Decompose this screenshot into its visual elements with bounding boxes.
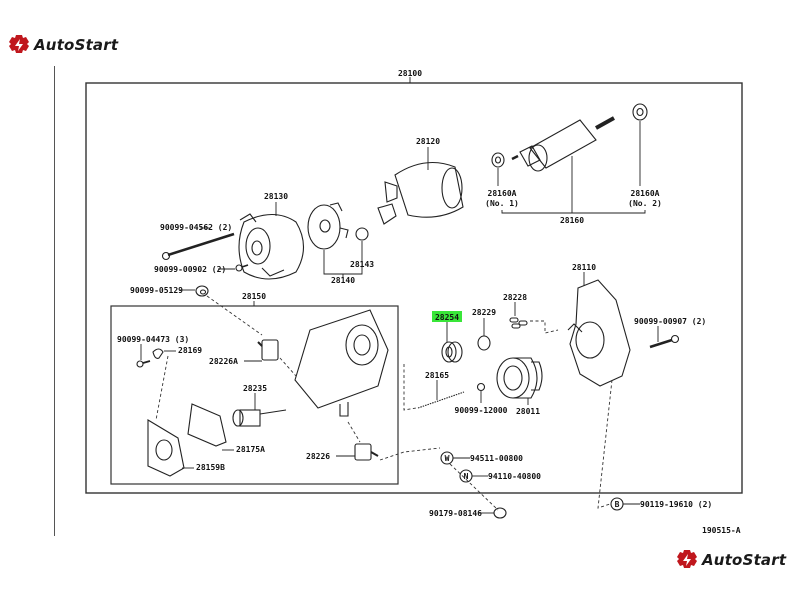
label-94511-00800: 94511-00800: [470, 454, 523, 463]
part-28169-drawing: [152, 348, 164, 359]
label-90099-00902: 90099-00902 (2): [154, 265, 226, 274]
magnetic-switch-body-drawing: [294, 309, 389, 417]
bearing-no2-drawing: [632, 103, 648, 121]
bolt-90099-00907-drawing: [649, 334, 680, 349]
part-28130-drawing: [238, 213, 305, 280]
label-28160a-no1-note: (No. 1): [485, 199, 519, 208]
part-28159b-drawing: [147, 419, 185, 477]
page-divider: [54, 66, 55, 536]
sub-assembly-frame: [110, 305, 399, 485]
cap-90179-08146-drawing: [493, 507, 507, 519]
brand-name: AutoStart: [702, 551, 787, 569]
label-28120: 28120: [416, 137, 440, 146]
label-28229: 28229: [472, 308, 496, 317]
part-28226-drawing: [354, 443, 379, 461]
figure-code: 190515-A: [702, 526, 741, 535]
label-28254[interactable]: 28254: [435, 313, 459, 322]
label-94110-40800: 94110-40800: [488, 472, 541, 481]
bolt-callout: B: [610, 497, 624, 511]
part-28235-drawing: [232, 409, 287, 427]
label-28226: 28226: [306, 452, 330, 461]
gear-bolt-icon: [677, 550, 697, 568]
part-28226a-drawing: [257, 339, 279, 361]
grommet-90099-05129-drawing: [195, 285, 209, 297]
screw-90099-00902-drawing: [235, 264, 249, 272]
highlight-28254[interactable]: [432, 311, 462, 322]
brand-logo-bottom: AutoStart: [676, 549, 786, 571]
label-28160a-no2: 28160A: [631, 189, 660, 198]
label-28226a: 28226A: [209, 357, 238, 366]
ball-90099-12000-drawing: [476, 382, 486, 392]
part-28254-drawing: [441, 341, 463, 363]
part-28229-drawing: [477, 335, 491, 351]
label-28159b: 28159B: [196, 463, 225, 472]
part-28120-drawing: [377, 162, 464, 225]
svg-text:W: W: [445, 454, 450, 463]
label-28110: 28110: [572, 263, 596, 272]
bolt-90099-04473-drawing: [136, 360, 151, 368]
svg-text:B: B: [615, 500, 620, 509]
part-28165-drawing: [417, 391, 465, 409]
label-28175a: 28175A: [236, 445, 265, 454]
gear-bolt-icon: [9, 35, 29, 53]
label-28140: 28140: [331, 276, 355, 285]
label-28160a-no2-note: (No. 2): [628, 199, 662, 208]
label-28165: 28165: [425, 371, 449, 380]
assembly-frame: [85, 82, 743, 494]
sub-assembly-label: 28150: [242, 292, 266, 301]
bolt-90099-04562-drawing: [161, 232, 235, 261]
label-28235: 28235: [243, 384, 267, 393]
part-28110-drawing: [567, 279, 631, 387]
washer-callout: W: [440, 451, 454, 465]
label-90179-08146: 90179-08146: [429, 509, 482, 518]
label-90099-12000: 90099-12000: [455, 406, 508, 415]
label-28130: 28130: [264, 192, 288, 201]
part-28228-drawing: [509, 317, 528, 329]
svg-text:N: N: [464, 472, 469, 481]
label-90099-05129: 90099-05129: [130, 286, 183, 295]
label-28160a-no1: 28160A: [488, 189, 517, 198]
label-28143: 28143: [350, 260, 374, 269]
part-28140-drawing: [307, 202, 349, 250]
bearing-no1-drawing: [491, 152, 505, 168]
part-28143-drawing: [355, 227, 369, 241]
label-28011: 28011: [516, 407, 540, 416]
part-28160-drawing: [511, 116, 615, 172]
label-28160: 28160: [560, 216, 584, 225]
nut-callout: N: [459, 469, 473, 483]
label-28228: 28228: [503, 293, 527, 302]
label-28169: 28169: [178, 346, 202, 355]
label-90099-04562: 90099-04562 (2): [160, 223, 232, 232]
brand-logo-top: AutoStart: [8, 34, 118, 56]
part-28175a-drawing: [187, 403, 227, 447]
label-90099-00907: 90099-00907 (2): [634, 317, 706, 326]
assembly-label: 28100: [398, 69, 422, 78]
label-90099-04473: 90099-04473 (3): [117, 335, 189, 344]
label-90119-19610: 90119-19610 (2): [640, 500, 712, 509]
brand-name: AutoStart: [34, 36, 119, 54]
part-28011-drawing: [496, 357, 543, 399]
